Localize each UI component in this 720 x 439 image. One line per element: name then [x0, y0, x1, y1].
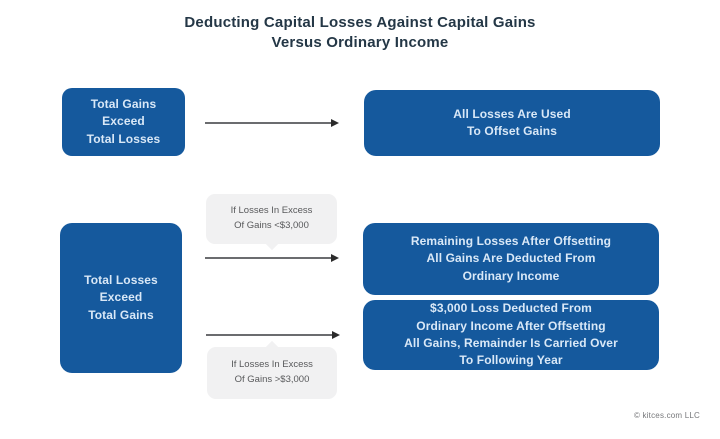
- diagram-title: Deducting Capital Losses Against Capital…: [184, 14, 536, 52]
- outcome-box-remaining-losses-deducted: Remaining Losses After Offsetting All Ga…: [363, 223, 659, 295]
- callout-losses-over-3000: If Losses In Excess Of Gains >$3,000: [207, 347, 337, 399]
- copyright-credit: © kitces.com LLC: [633, 411, 700, 420]
- callout-losses-under-3000: If Losses In Excess Of Gains <$3,000: [206, 194, 337, 244]
- outcome-box-3000-loss-carryover: $3,000 Loss Deducted From Ordinary Incom…: [363, 300, 659, 370]
- right-arrow-icon: [205, 122, 337, 124]
- outcome-box-all-losses-offset-gains: All Losses Are Used To Offset Gains: [364, 90, 660, 156]
- right-arrow-icon: [205, 257, 337, 259]
- right-arrow-icon: [206, 334, 338, 336]
- condition-box-gains-exceed-losses: Total Gains Exceed Total Losses: [62, 88, 185, 156]
- condition-box-losses-exceed-gains: Total Losses Exceed Total Gains: [60, 223, 182, 373]
